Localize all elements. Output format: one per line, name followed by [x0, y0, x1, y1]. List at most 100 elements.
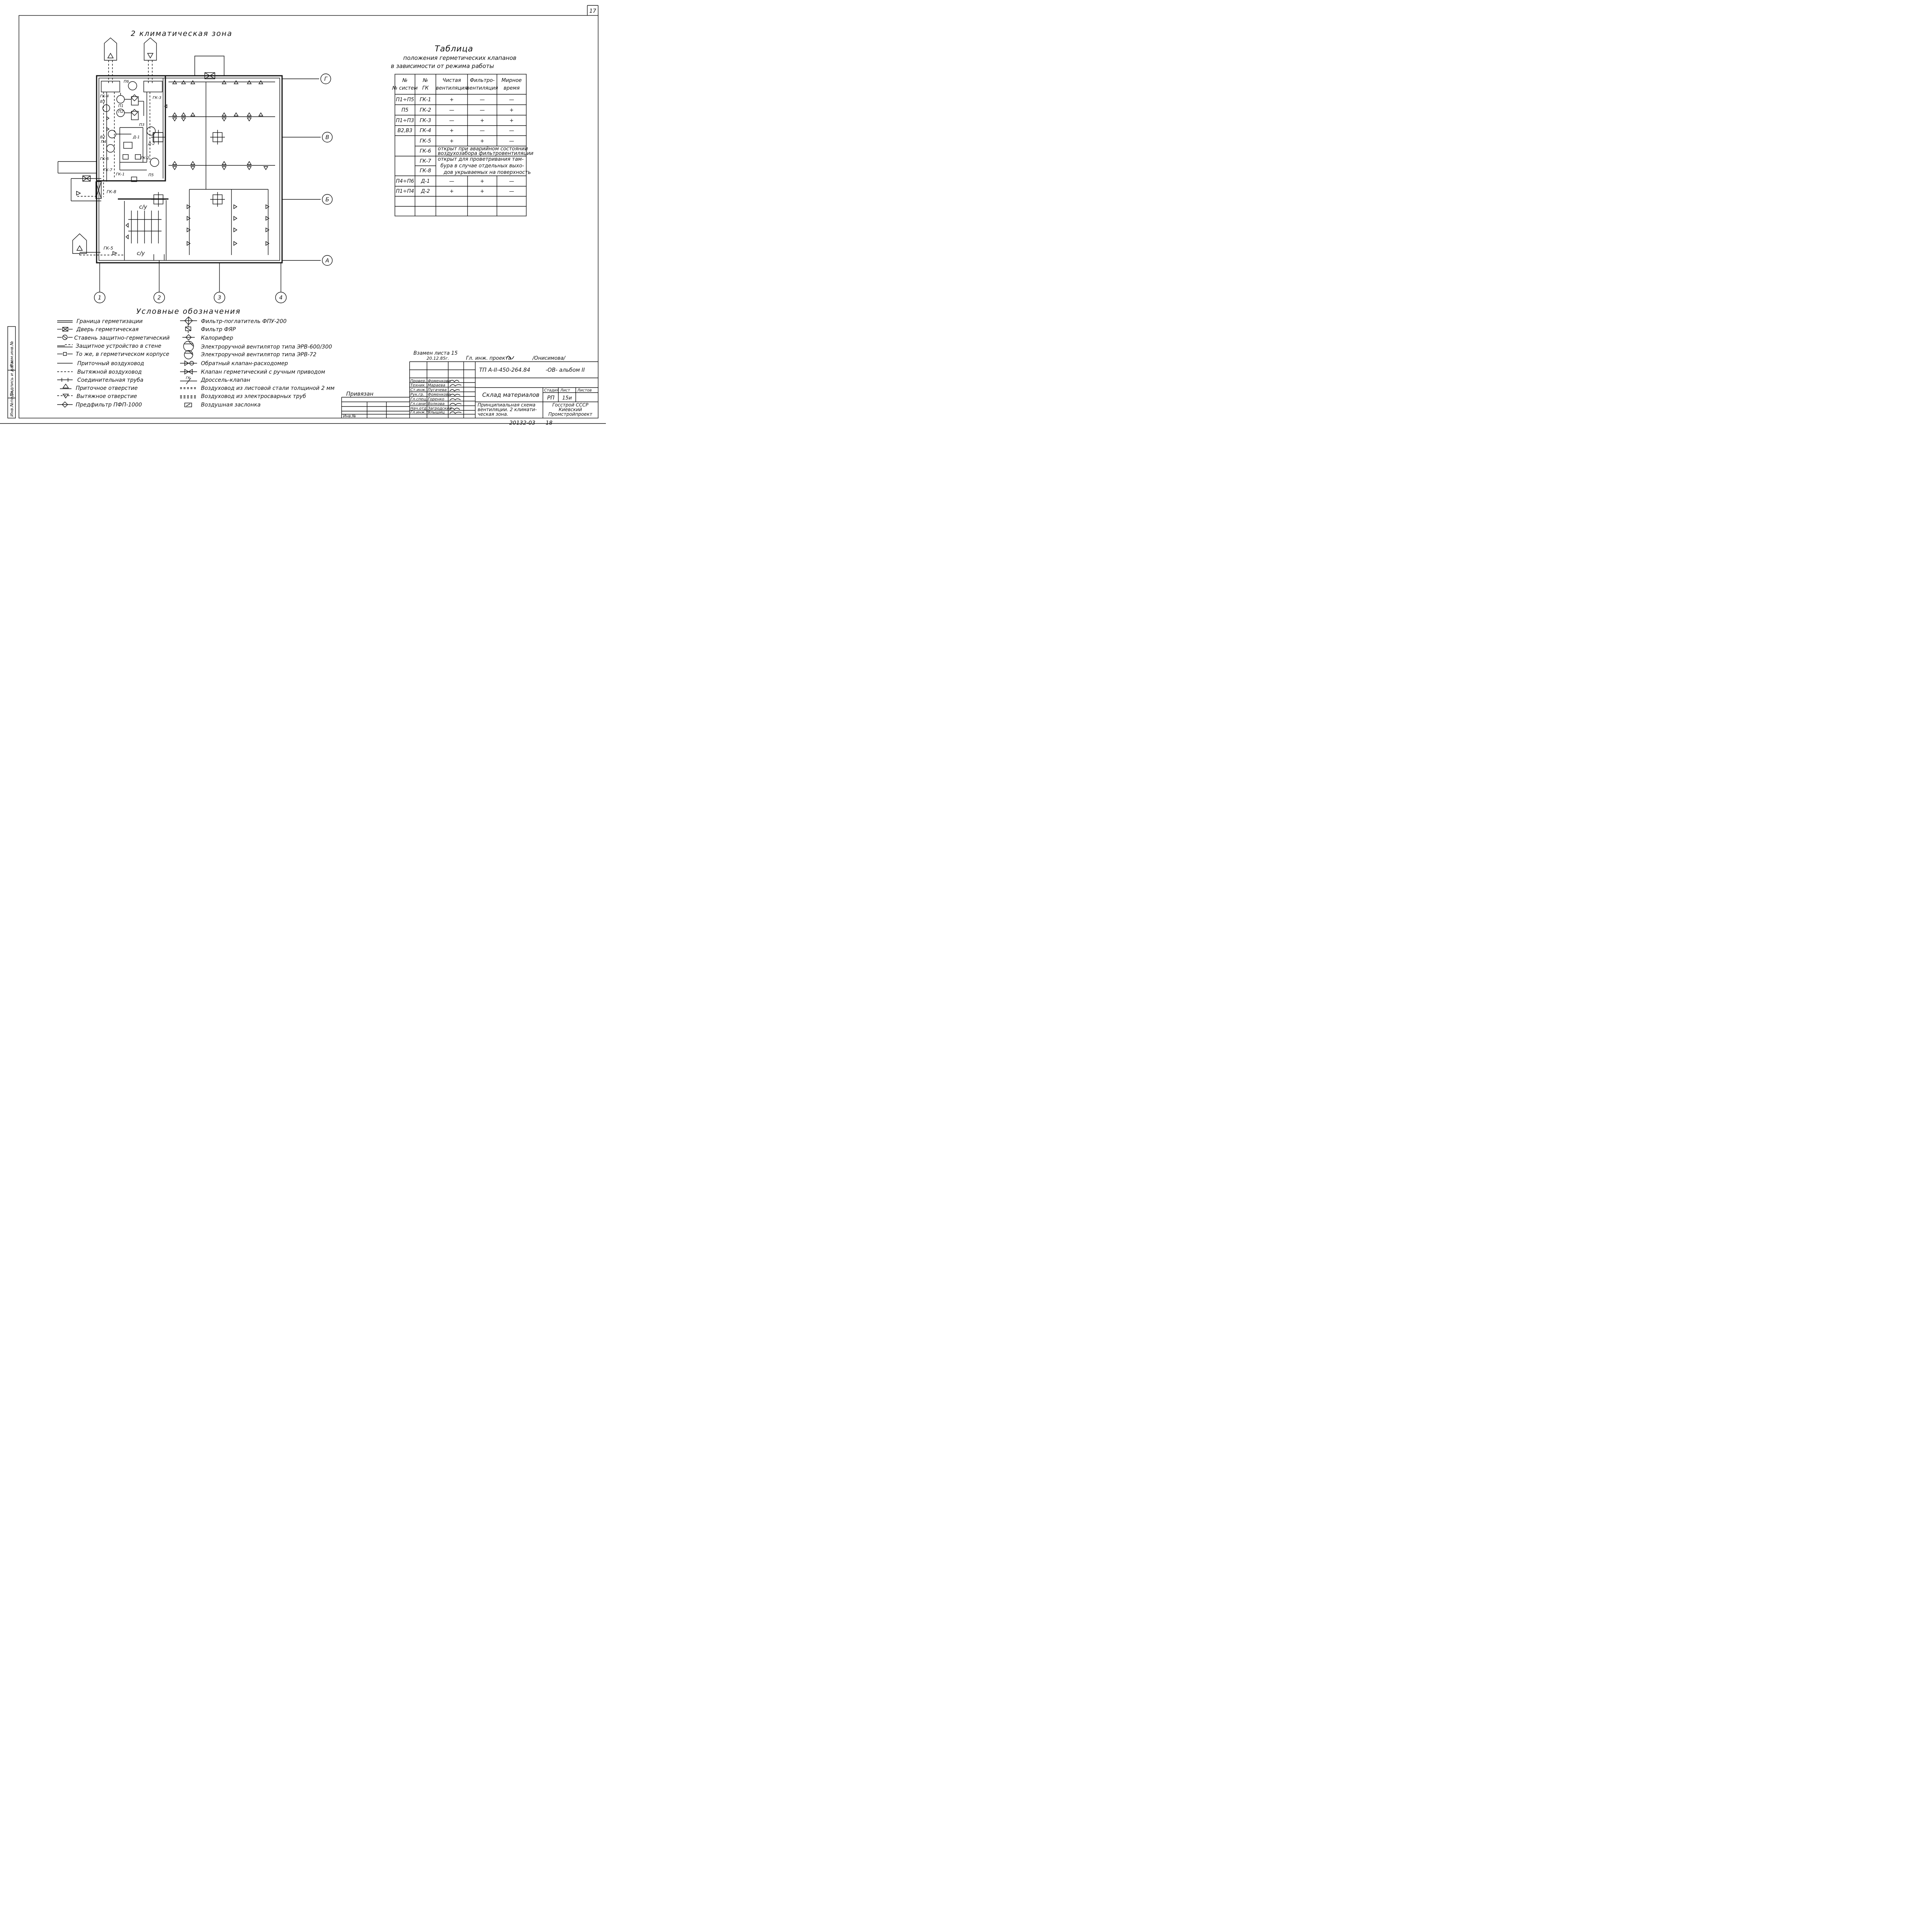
svg-text:Чистая: Чистая — [442, 78, 461, 83]
inv-no: Инв.№ — [343, 414, 356, 418]
table-cell: + — [480, 138, 485, 144]
table-cell: П1÷П4 — [396, 189, 414, 194]
doc-code: ТП А-II-450-264.84 — [479, 367, 530, 373]
table-cell: ГК-5 — [420, 138, 431, 144]
side-stamp — [7, 326, 16, 418]
name-7: Ялышиц — [427, 410, 445, 415]
legend-left-8: Приточное отверстие — [76, 385, 138, 391]
table-cell: — — [449, 107, 454, 113]
note-gk6-line2: воздухозабора фильтровентиляции — [438, 151, 533, 156]
role-5: Гл.санит. — [410, 402, 429, 406]
label-d2: Д-2 — [148, 142, 155, 146]
legend-gk-small: ГК — [186, 376, 190, 380]
label-p4: П4 — [101, 140, 106, 144]
side-stamp-inv: Инв.№подл. — [9, 390, 14, 417]
role-1: Техник — [410, 383, 425, 388]
label-p1: П1 — [118, 104, 124, 108]
table-cell: + — [480, 179, 485, 184]
label-gk5: ГК-5 — [104, 246, 113, 251]
table-cell: П1÷П3 — [396, 118, 414, 124]
table-cell: + — [450, 189, 454, 194]
legend-right-2: Калорифер — [201, 335, 233, 341]
legend-right-0: Фильтр-поглатитель ФПУ-200 — [201, 318, 287, 325]
label-p3: П3 — [139, 123, 145, 127]
ventilation-equipment — [102, 81, 163, 197]
table-cell: ГК-8 — [420, 168, 431, 174]
col-sheet: Лист — [560, 388, 571, 393]
table-cell: + — [450, 97, 454, 103]
table-cell: + — [450, 138, 454, 144]
room-label-toilet-1: с/у — [139, 204, 147, 210]
legend: Условные обозначения Граница герметизаци… — [57, 307, 335, 408]
sheet-number: 17 — [589, 8, 596, 14]
svg-text:2: 2 — [158, 295, 161, 301]
legend-left-2: Ставень защитно-герметический — [74, 335, 170, 341]
header-clean: вентиляция — [436, 85, 468, 91]
label-gk7: ГК-7 — [104, 168, 112, 172]
name-6: Загродский — [428, 406, 452, 411]
legend-title: Условные обозначения — [136, 307, 241, 316]
svg-text:Б: Б — [325, 197, 329, 203]
name-0: Фоменкова — [428, 379, 451, 383]
name-2: Пугачева — [428, 388, 447, 392]
emergency-intake — [72, 233, 87, 254]
table-cell: В2,В3 — [398, 128, 413, 134]
table-subtitle-2: в зависимости от режима работы — [391, 63, 494, 70]
table-cell: — — [480, 128, 485, 134]
axis-1 — [94, 292, 105, 303]
legend-left-10: Предфильтр ПФП-1000 — [76, 402, 142, 408]
note-gk6-line1: открыт при аварийном состоянии — [438, 146, 528, 152]
axis-2 — [153, 292, 165, 303]
label-p6: П6 — [124, 80, 129, 84]
name-1: Мараева — [428, 383, 445, 388]
sheet: 15и — [562, 395, 572, 401]
role-0: Провер. — [410, 379, 427, 383]
note-gk7-line3: дов укрываемых на поверхность — [443, 170, 531, 175]
drawing-title: 2 климатическая зона — [131, 29, 232, 38]
table-cell: — — [509, 189, 514, 194]
legend-left-5: Приточный воздуховод — [77, 361, 144, 367]
chief-engineer-label: Гл. инж. проекта — [466, 355, 511, 361]
table-cell: — — [509, 179, 514, 184]
legend-left-6: Вытяжной воздуховод — [77, 369, 142, 375]
name-5: Волкова — [428, 402, 445, 406]
privyazan: Привязан — [346, 391, 373, 397]
svg-text:Фильтро-: Фильтро- — [470, 78, 495, 83]
header-filter: вентиляция — [466, 85, 498, 91]
object-name: Склад материалов — [482, 391, 539, 398]
label-d1: Д-1 — [133, 135, 140, 139]
table-cell: П4÷П6 — [396, 179, 414, 184]
role-7: Гл.инж.т. — [410, 410, 429, 415]
label-p2: П2 — [118, 110, 124, 114]
table-cell: ГК-2 — [420, 107, 431, 113]
axis-g — [320, 73, 331, 84]
table-cell: — — [449, 179, 454, 184]
svg-text:В: В — [325, 134, 329, 141]
table-cell: ГК-6 — [420, 148, 431, 154]
table-cell: ГК-3 — [420, 118, 431, 124]
bottom-code: 20132-03 — [509, 420, 535, 426]
sheet-title-2: вентиляции. 2 климати- — [478, 407, 537, 412]
role-6: Нач.отд. — [410, 406, 428, 411]
table-cell: Д-1 — [420, 179, 430, 184]
sheet-title-1: Принципиальная схема — [478, 402, 536, 408]
table-cell: — — [480, 97, 485, 103]
name-4: Горенко — [428, 397, 444, 401]
svg-text:Мирное: Мирное — [502, 78, 522, 83]
legend-right-3: Электроручной вентилятор типа ЭРВ-600/30… — [201, 344, 332, 350]
axis-3 — [214, 292, 225, 303]
label-gk1: ГК-1 — [116, 172, 125, 177]
side-stamp-replace: Взам.инв.№ — [9, 341, 14, 367]
intake-shaft-1 — [104, 37, 117, 61]
legend-right-5: Обратный клапан-расходомер — [201, 361, 288, 367]
svg-text:А: А — [325, 258, 329, 264]
table-cell: + — [480, 118, 485, 124]
bottom-sheet: 18 — [546, 420, 553, 426]
label-gk8: ГК-8 — [107, 189, 116, 194]
intake-shaft-2 — [144, 37, 157, 61]
note-gk7-line2: бура в случае отдельных выхо- — [440, 163, 524, 169]
legend-left-0: Граница герметизации — [77, 318, 143, 325]
role-2: Ст.инж. — [410, 388, 426, 392]
sheet-frame — [19, 15, 599, 418]
axis-b — [322, 194, 333, 205]
